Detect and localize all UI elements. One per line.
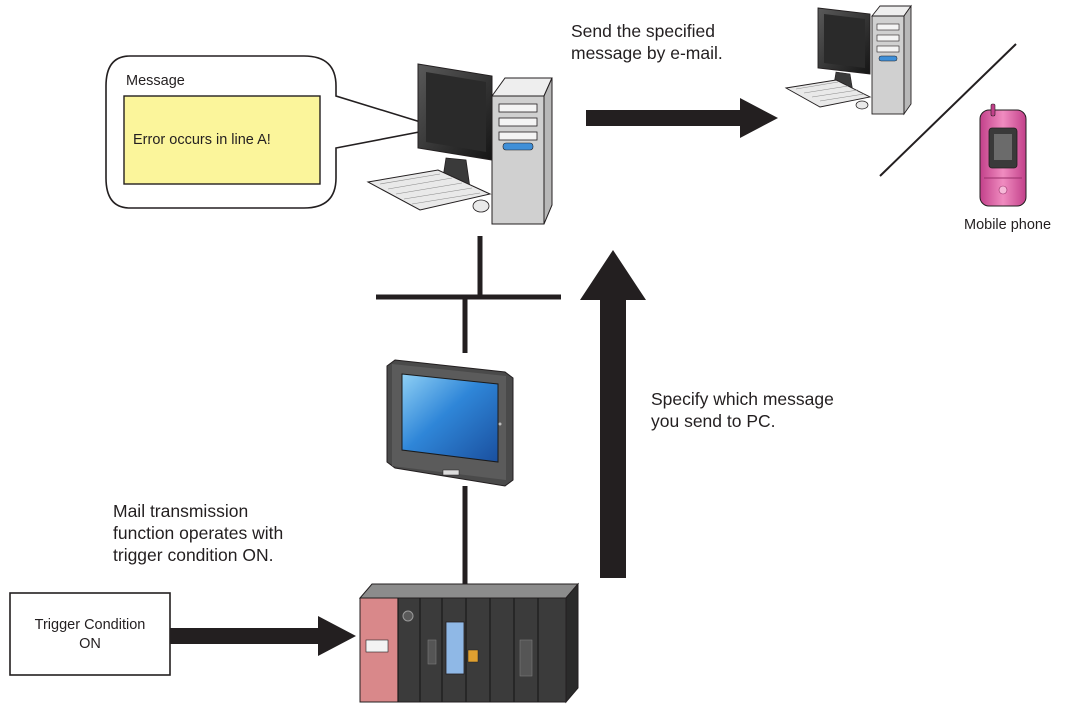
mail-note-line1: Mail transmission [113,501,249,521]
trigger-box-line2: ON [79,636,101,652]
specify-arrow [580,250,646,578]
message-text: Error occurs in line A! [133,132,271,148]
trigger-arrow [170,616,356,656]
email-note-line2: message by e-mail. [571,43,723,63]
message-bubble [105,55,441,209]
hmi-panel-icon [386,359,514,487]
message-box [123,95,321,185]
plc-rack-icon [358,582,580,704]
remote-pc-icon [784,4,912,116]
email-note-line1: Send the specified [571,21,715,41]
trigger-box-line1: Trigger Condition [34,617,146,633]
mobile-phone-icon [979,103,1027,207]
network-lines [376,236,561,598]
specify-note-line1: Specify which message [651,389,834,409]
main-pc-icon [366,63,553,225]
trigger-condition-box [9,592,171,676]
separator-line [879,43,1017,177]
message-title: Message [126,73,185,89]
mobile-phone-label: Mobile phone [964,217,1052,233]
email-arrow [586,98,778,138]
specify-note-line2: you send to PC. [651,411,776,431]
mail-note-line3: trigger condition ON. [113,545,274,565]
mail-note-line2: function operates with [113,523,284,543]
